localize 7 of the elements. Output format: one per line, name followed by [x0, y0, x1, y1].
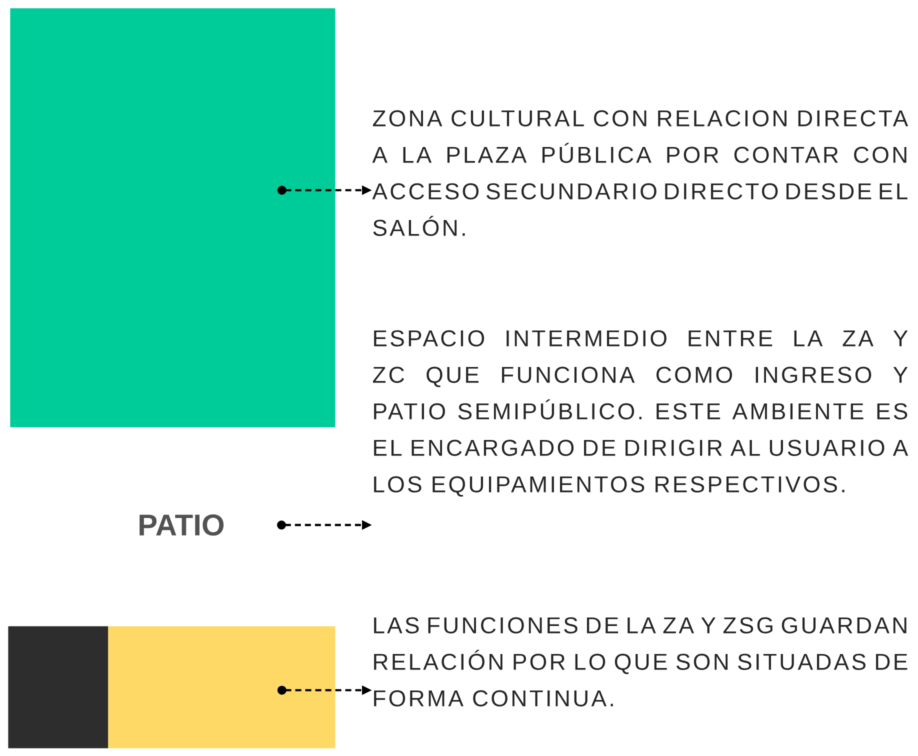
description-text: LAS FUNCIONES DE LA ZA Y ZSG GUARDAN RELACIÓN POR LO QUE SON SITUADAS DE FORMA CONTINUA. [374, 617, 908, 706]
zone-block [108, 626, 336, 748]
zone-block [8, 626, 108, 748]
zone-block [10, 8, 336, 428]
zone-label: PATIO [140, 514, 224, 536]
description-text: ESPACIO INTERMEDIO ENTRE LA ZA Y ZC QUE FUNCIONA COMO INGRESO Y PATIO SEMIPÚBLICO. ESTE AMBIENTE ES EL ENCARGADO DE DIRIGIR AL USUARIO A LOS EQUIPAMIENTOS RESPECTIVOS. [372, 330, 908, 497]
description-text: ZONA CULTURAL CON RELACION DIRECTA A LA PLAZA PÚBLICA POR CONTAR CON ACCESO SECUNDARIO DIRECTO DESDE EL SALÓN. [372, 110, 908, 236]
